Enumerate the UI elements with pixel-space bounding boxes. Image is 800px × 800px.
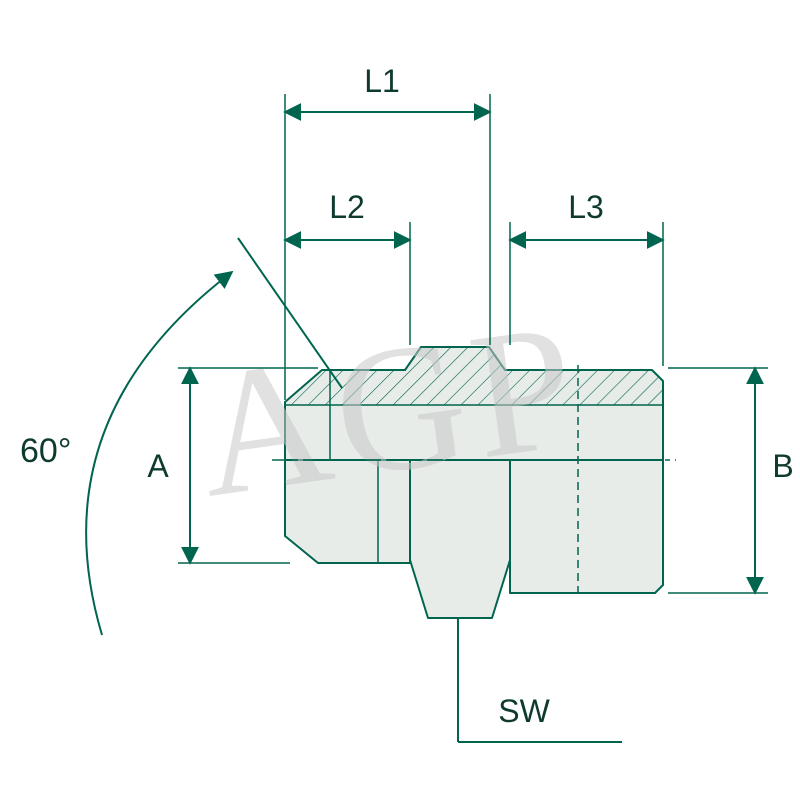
label-l2: L2 bbox=[329, 189, 365, 225]
dimension-angle: 60° bbox=[20, 237, 343, 636]
fitting-body bbox=[284, 346, 664, 619]
cone-angle-line bbox=[237, 237, 343, 389]
section-hatch bbox=[285, 347, 663, 405]
label-angle: 60° bbox=[20, 432, 71, 470]
dimension-sw: SW bbox=[457, 618, 622, 743]
dimension-l2: L2 bbox=[283, 189, 412, 345]
label-l1: L1 bbox=[364, 63, 400, 99]
dimension-l3: L3 bbox=[508, 189, 665, 366]
label-b: B bbox=[772, 448, 793, 484]
dimension-a: A bbox=[147, 366, 318, 565]
label-l3: L3 bbox=[568, 189, 604, 225]
cone-angle-arc bbox=[85, 270, 234, 636]
label-sw: SW bbox=[498, 693, 550, 729]
label-a: A bbox=[147, 448, 169, 484]
dimension-b: B bbox=[668, 366, 794, 595]
